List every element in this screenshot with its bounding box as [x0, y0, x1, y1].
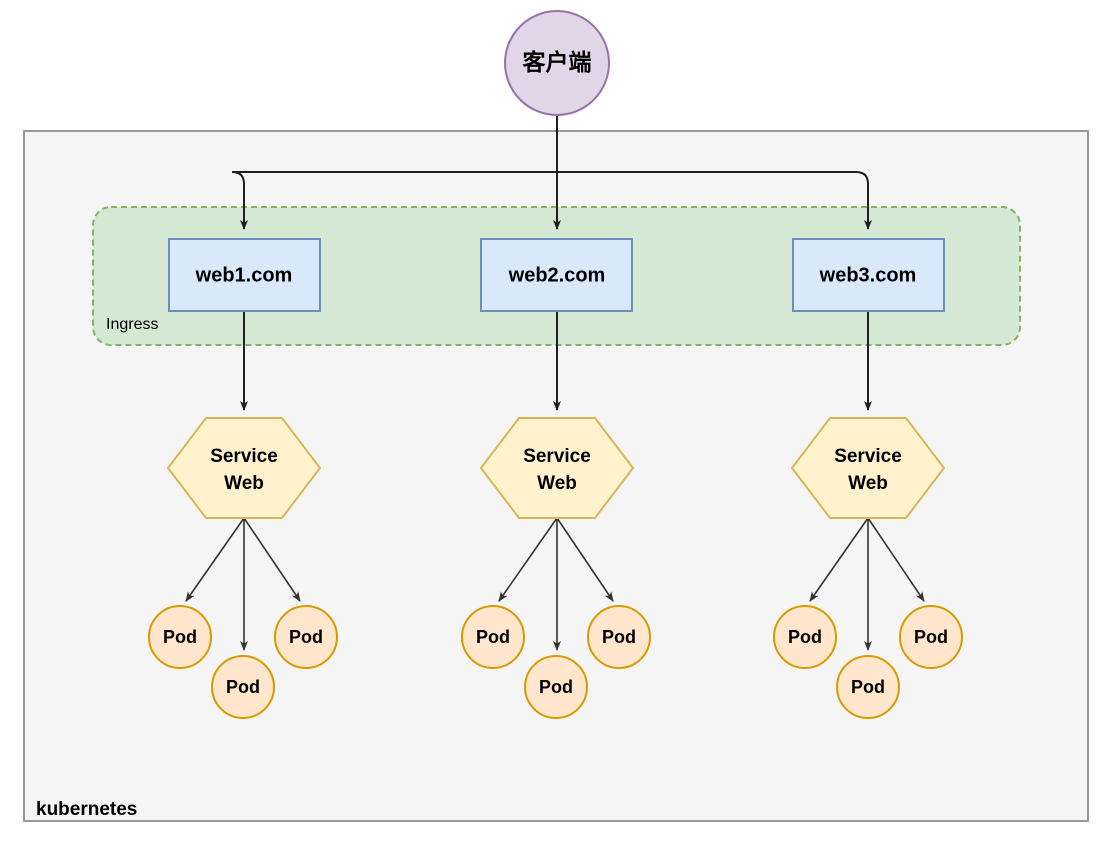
kubernetes-label: kubernetes	[36, 799, 137, 820]
ingress-group-label: Ingress	[106, 316, 158, 333]
pod-label-1-3: Pod	[289, 627, 323, 647]
pod-node-2-3[interactable]: Pod	[587, 605, 651, 669]
service-label-3-line1: Service	[834, 446, 902, 467]
host-node-web1[interactable]: web1.com	[168, 238, 321, 312]
client-node[interactable]: 客户端	[504, 10, 610, 116]
edge-client-to-hosts	[231, 115, 872, 230]
service-label-1-line2: Web	[224, 473, 264, 494]
host-label-web3: web3.com	[819, 264, 917, 286]
host-label-web2: web2.com	[508, 264, 606, 286]
edge-hosts-to-services	[240, 311, 872, 411]
pod-label-2-1: Pod	[476, 627, 510, 647]
pod-label-3-2: Pod	[851, 677, 885, 697]
pod-label-3-3: Pod	[914, 627, 948, 647]
pod-node-1-3[interactable]: Pod	[274, 605, 338, 669]
pod-node-3-3[interactable]: Pod	[899, 605, 963, 669]
pod-node-1-2[interactable]: Pod	[211, 655, 275, 719]
pod-node-2-1[interactable]: Pod	[461, 605, 525, 669]
pod-label-1-1: Pod	[163, 627, 197, 647]
service-label-3-line2: Web	[848, 473, 888, 494]
service-node-2[interactable]: Service Web	[479, 417, 635, 519]
client-label: 客户端	[523, 49, 592, 75]
pod-node-3-2[interactable]: Pod	[836, 655, 900, 719]
service-node-1[interactable]: Service Web	[166, 417, 322, 519]
service-label-2-line1: Service	[523, 446, 591, 467]
edge-services-to-pods	[185, 517, 925, 651]
host-node-web2[interactable]: web2.com	[480, 238, 633, 312]
service-node-3[interactable]: Service Web	[790, 417, 946, 519]
pod-label-3-1: Pod	[788, 627, 822, 647]
pod-node-2-2[interactable]: Pod	[524, 655, 588, 719]
service-label-1-line1: Service	[210, 446, 278, 467]
host-node-web3[interactable]: web3.com	[792, 238, 945, 312]
pod-label-1-2: Pod	[226, 677, 260, 697]
pod-label-2-2: Pod	[539, 677, 573, 697]
pod-node-1-1[interactable]: Pod	[148, 605, 212, 669]
pod-label-2-3: Pod	[602, 627, 636, 647]
host-label-web1: web1.com	[195, 264, 293, 286]
service-label-2-line2: Web	[537, 473, 577, 494]
pod-node-3-1[interactable]: Pod	[773, 605, 837, 669]
